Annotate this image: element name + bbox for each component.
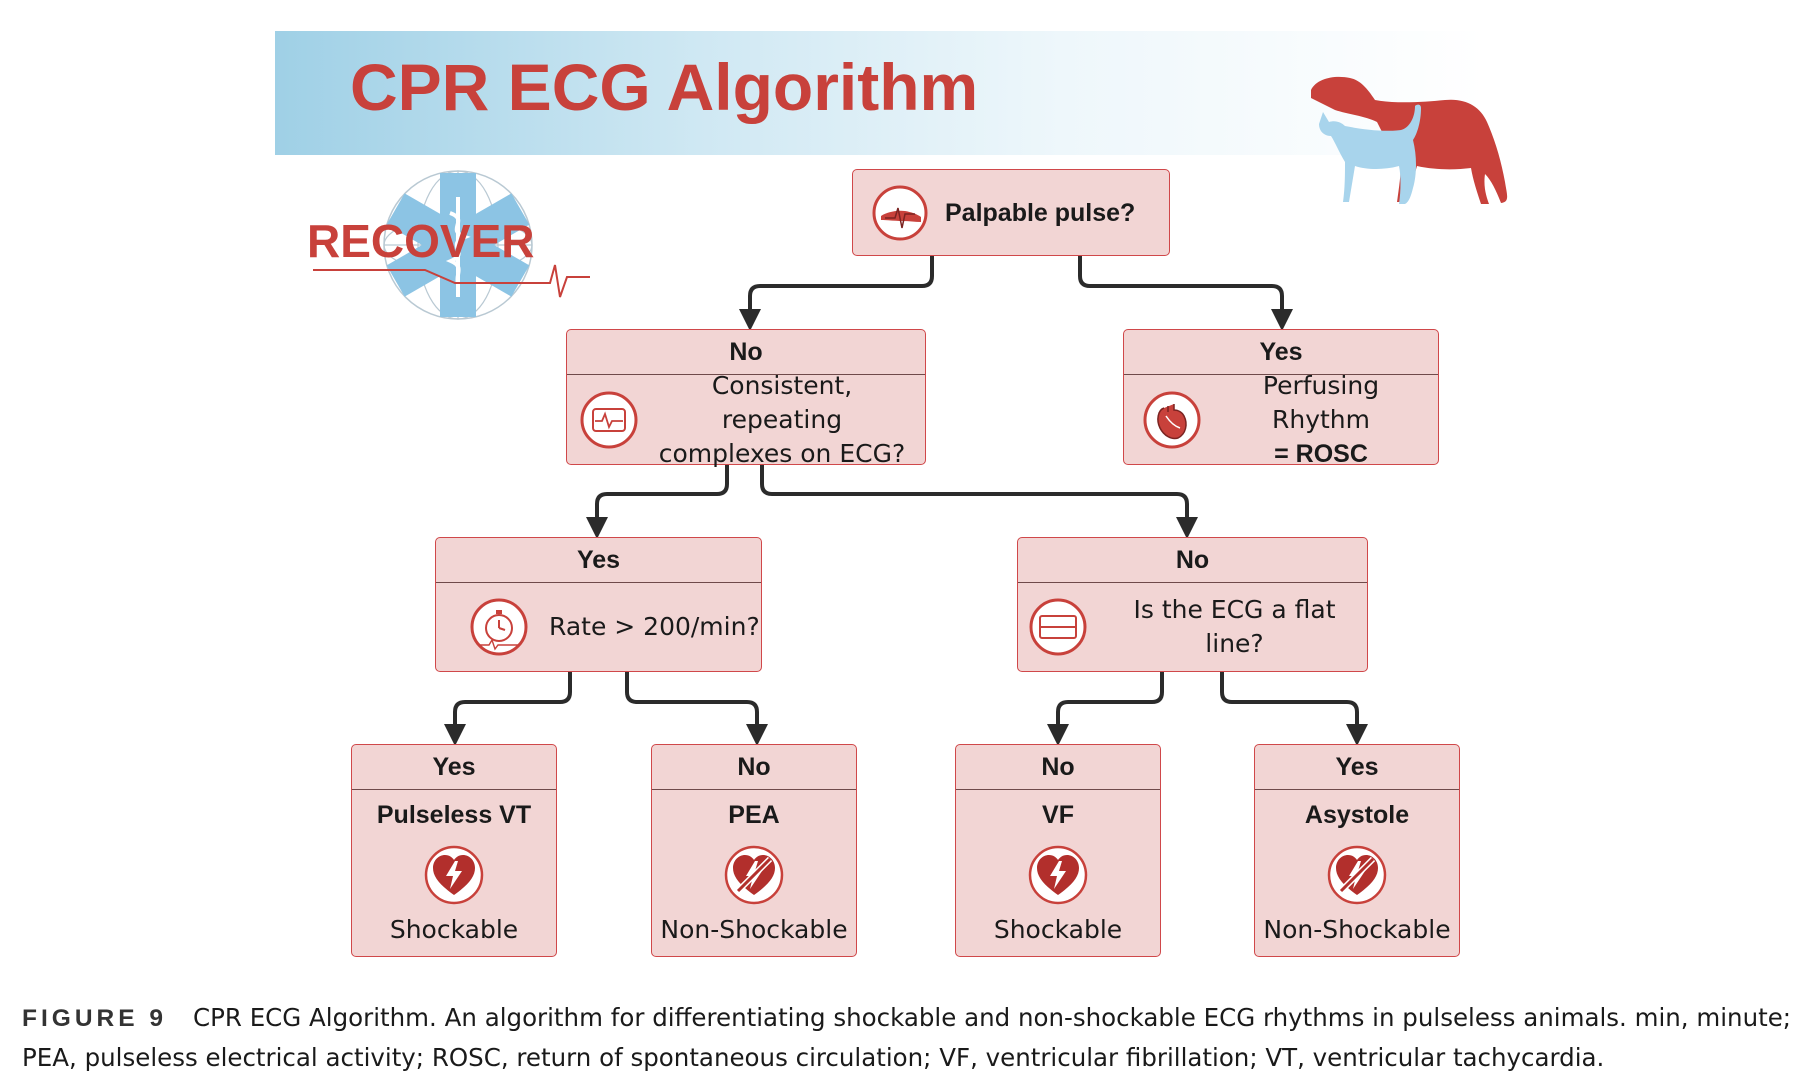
title-banner: CPR ECG Algorithm bbox=[275, 31, 1485, 155]
node-no-flat-line: No Is the ECG a flat line? bbox=[1017, 537, 1368, 672]
page-title: CPR ECG Algorithm bbox=[350, 50, 979, 124]
arrow-no2-leaf3 bbox=[1047, 670, 1164, 746]
node-leaf-pulseless-vt: Yes Pulseless VT Shockable bbox=[351, 744, 557, 957]
leaf-subtitle: Shockable bbox=[389, 915, 519, 944]
arrow-no1-no2 bbox=[760, 463, 1198, 539]
node-header: No bbox=[956, 745, 1160, 790]
ecg-monitor-icon bbox=[580, 391, 638, 448]
dog-cat-illustration bbox=[1311, 76, 1508, 204]
node-palpable-pulse: Palpable pulse? bbox=[852, 169, 1170, 256]
node-text-line2: = ROSC bbox=[1274, 439, 1368, 468]
arrow-yes2-leaf1 bbox=[444, 670, 572, 746]
leaf-title: Pulseless VT bbox=[376, 801, 532, 829]
figure-caption-text: CPR ECG Algorithm. An algorithm for diff… bbox=[22, 1003, 1792, 1072]
node-header: No bbox=[1018, 538, 1367, 583]
leaf-title: PEA bbox=[728, 801, 780, 829]
leaf-subtitle: Non-Shockable bbox=[1263, 915, 1451, 944]
node-leaf-vf: No VF Shockable bbox=[955, 744, 1161, 957]
arrow-root-yes bbox=[1078, 254, 1293, 331]
figure-label: FIGURE 9 bbox=[22, 1005, 167, 1032]
node-header: Yes bbox=[1255, 745, 1459, 790]
recover-logo-text: RECOVER bbox=[307, 215, 534, 267]
arrow-no1-yes2 bbox=[586, 463, 729, 539]
flat-line-icon bbox=[1029, 598, 1087, 656]
node-header: Yes bbox=[352, 745, 556, 790]
leaf-title: VF bbox=[1042, 801, 1074, 829]
leaf-title: Asystole bbox=[1304, 801, 1410, 829]
recover-logo: RECOVER bbox=[307, 170, 590, 320]
heart-icon bbox=[1143, 391, 1201, 448]
node-leaf-asystole: Yes Asystole Non-Shockable bbox=[1254, 744, 1460, 957]
flowchart-connectors bbox=[444, 254, 1368, 746]
heart-bolt-crossed-icon bbox=[724, 845, 784, 905]
hand-pulse-icon bbox=[872, 185, 928, 240]
node-text: Is the ECG a flat line? bbox=[1133, 595, 1336, 658]
node-text-line1: Consistent, repeating bbox=[711, 370, 853, 434]
arrow-no2-leaf4 bbox=[1220, 670, 1368, 746]
arrow-yes2-leaf2 bbox=[625, 670, 768, 746]
node-header: Yes bbox=[436, 538, 761, 583]
arrow-root-no bbox=[739, 254, 934, 331]
node-leaf-pea: No PEA Non-Shockable bbox=[651, 744, 857, 957]
node-no-consistent-complexes: No Consistent, repeating complexes on EC… bbox=[566, 329, 926, 468]
node-text-line2: complexes on ECG? bbox=[658, 438, 906, 468]
leaf-subtitle: Non-Shockable bbox=[660, 915, 848, 944]
node-yes-rate: Yes Rate > 200/min? bbox=[435, 537, 762, 672]
heart-bolt-crossed-icon bbox=[1327, 845, 1387, 905]
stopwatch-icon bbox=[470, 598, 528, 656]
node-header: No bbox=[652, 745, 856, 790]
root-question: Palpable pulse? bbox=[945, 198, 1136, 227]
node-header: No bbox=[567, 330, 925, 375]
heart-bolt-icon bbox=[424, 845, 484, 905]
heart-bolt-icon bbox=[1028, 845, 1088, 905]
node-text-line1: Perfusing Rhythm bbox=[1262, 370, 1380, 434]
leaf-subtitle: Shockable bbox=[993, 915, 1123, 944]
cat-silhouette bbox=[1319, 104, 1421, 204]
node-header: Yes bbox=[1124, 330, 1438, 375]
node-yes-perfusing-rhythm: Yes Perfusing Rhythm = ROSC bbox=[1123, 329, 1439, 468]
node-text: Rate > 200/min? bbox=[549, 612, 760, 641]
